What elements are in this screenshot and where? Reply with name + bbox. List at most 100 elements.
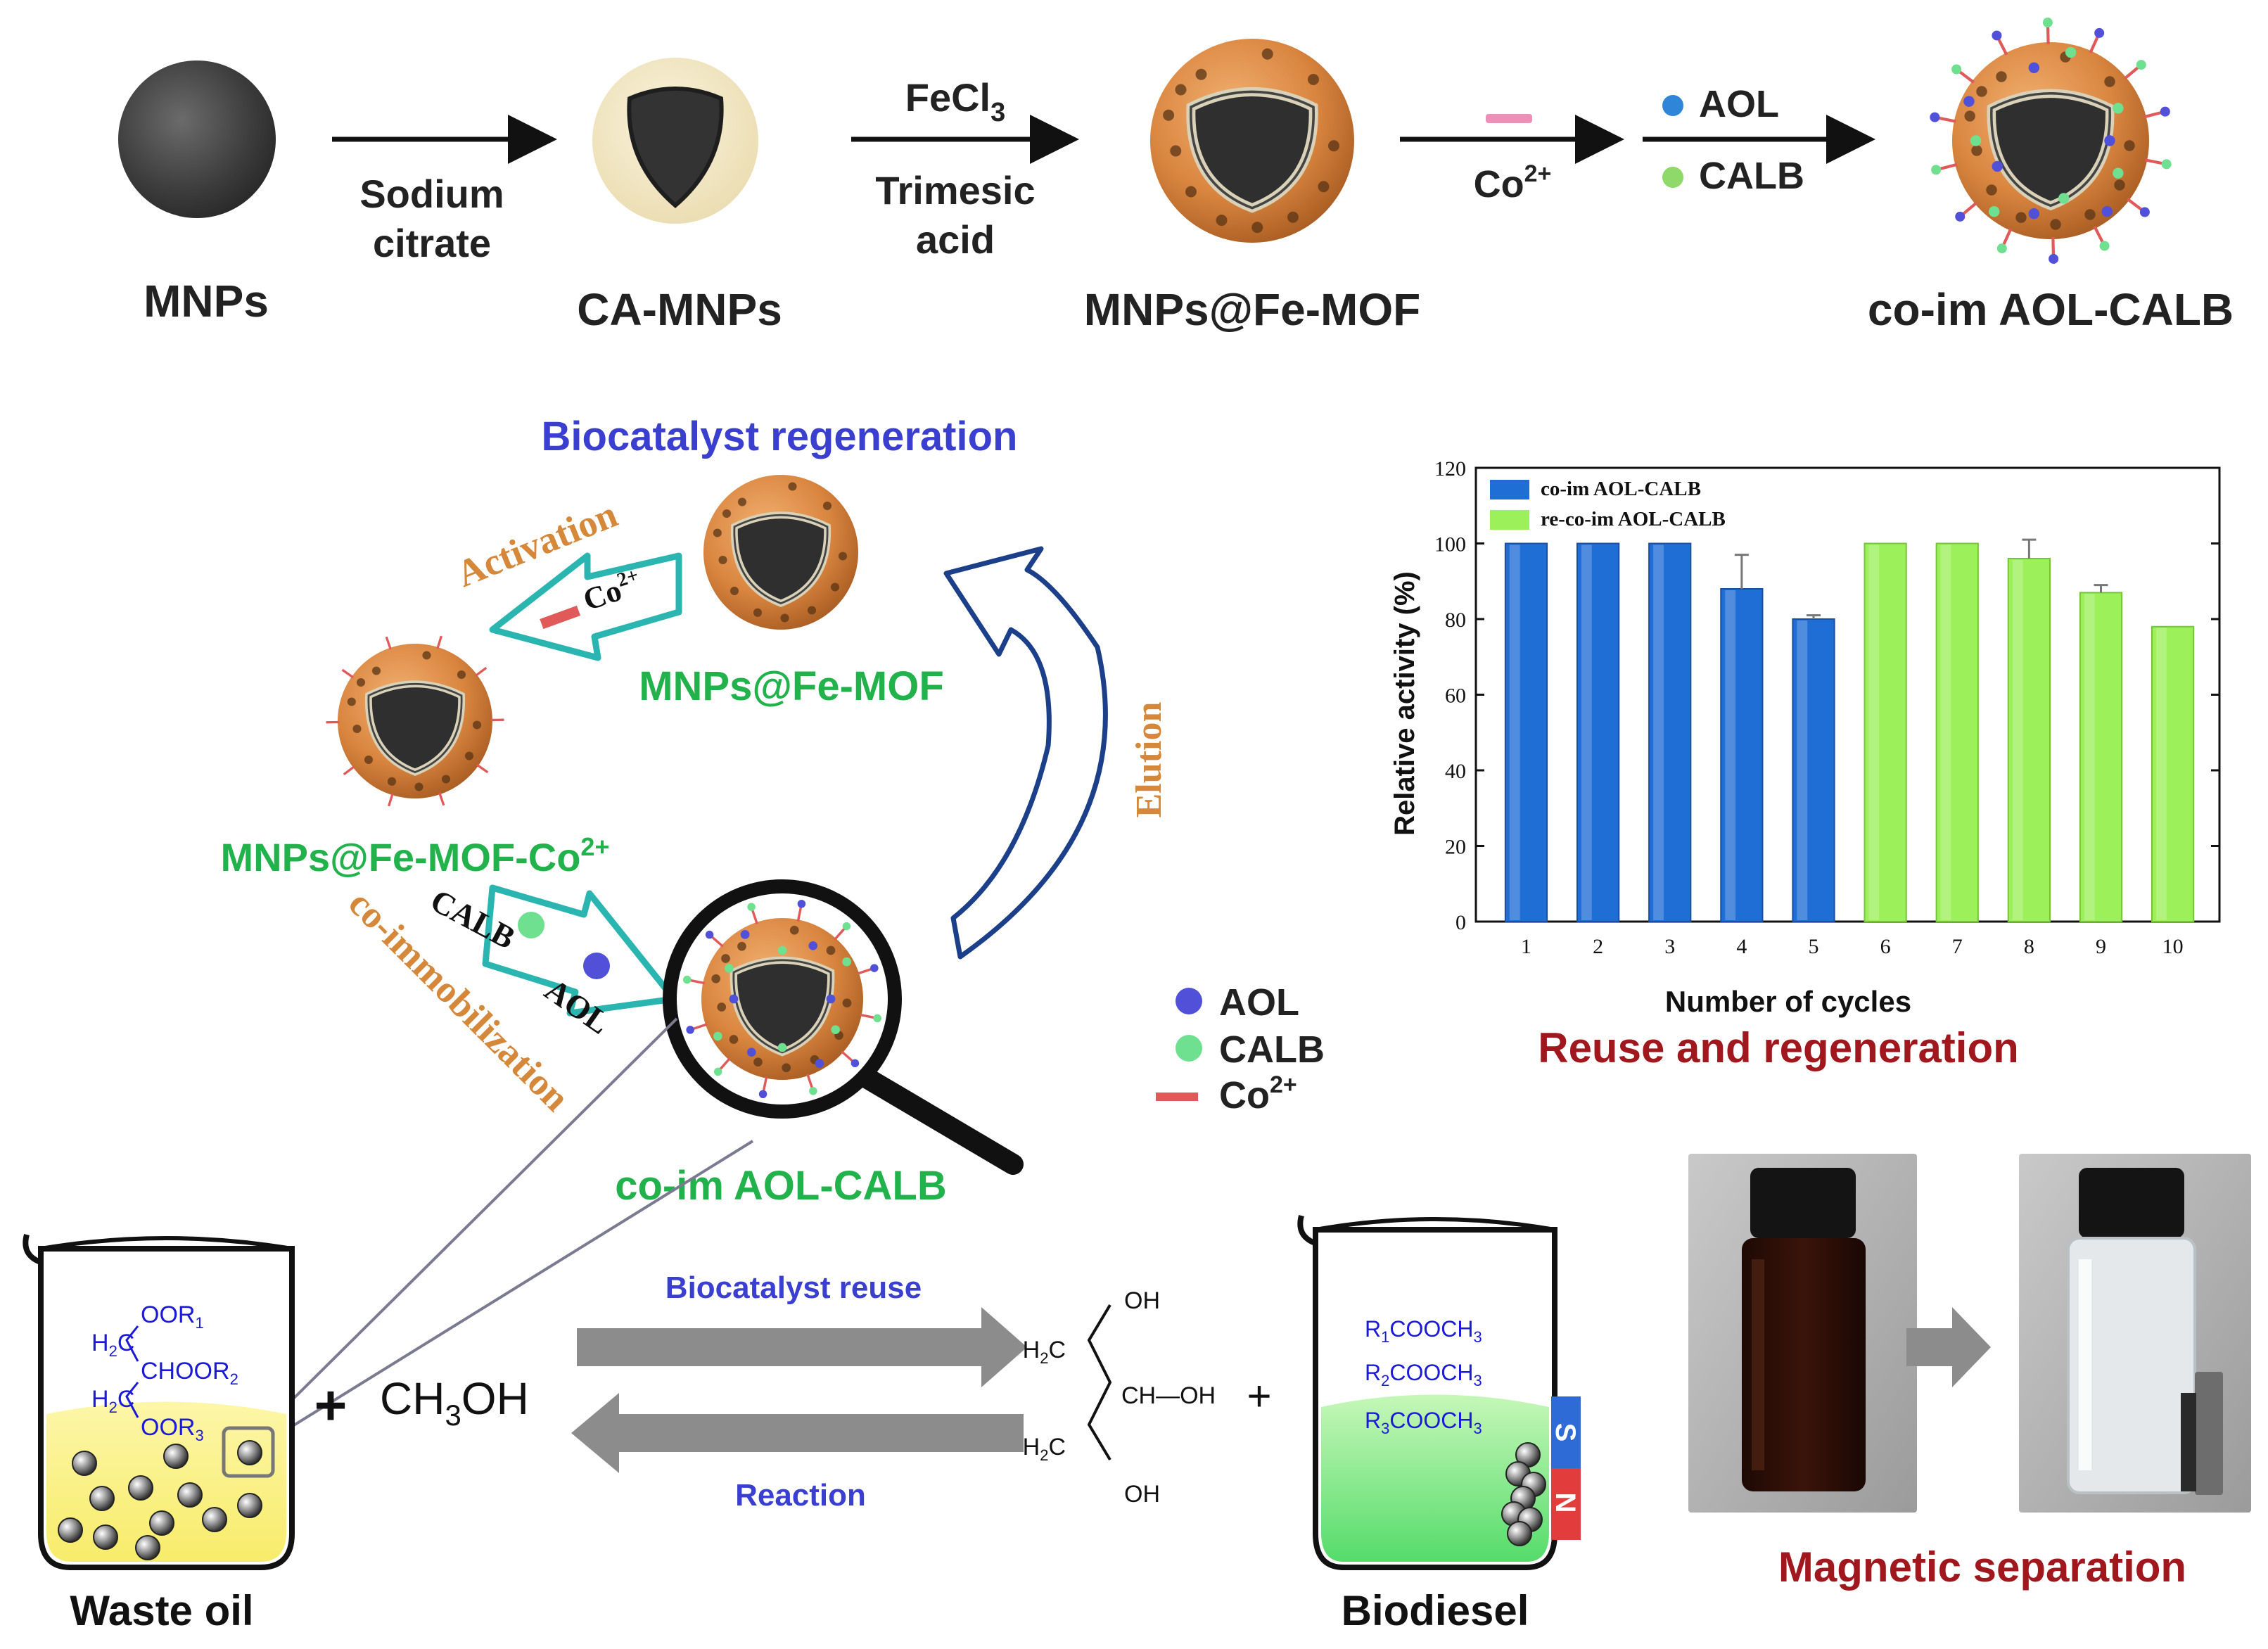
mof-pore [753, 1057, 763, 1067]
aol-enzyme [1963, 96, 1974, 106]
mof-pore [2114, 179, 2124, 190]
reaction-label: Reaction [735, 1478, 866, 1513]
mof-pore [718, 556, 727, 564]
bar-highlight [1725, 590, 1735, 920]
mof-pore [1965, 110, 1975, 121]
aol-enzyme [827, 995, 836, 1004]
mof-pore [823, 502, 832, 510]
mof-pore [348, 697, 356, 706]
glycerol-oh-bottom: OH [1124, 1481, 1160, 1508]
magnet-n-label: N [1550, 1493, 1581, 1513]
bound-enzyme [683, 976, 692, 984]
co-linker [438, 636, 442, 649]
mof-pore [2084, 209, 2095, 219]
ca-mnp-particle [592, 58, 758, 224]
mof-pore [1287, 212, 1299, 223]
mof-pore [1318, 181, 1330, 192]
legend-co-label: Co2+ [1219, 1071, 1297, 1116]
mof-cycle-particle [703, 475, 858, 630]
mof-pore [738, 497, 746, 506]
mof-pore [2015, 212, 2026, 223]
mnp-particle [118, 61, 276, 218]
catalyst-particle [72, 1451, 96, 1475]
mof-pore [1996, 71, 2006, 82]
bar-highlight [1510, 545, 1520, 921]
y-tick-label: 120 [1434, 457, 1466, 480]
mof-pore [737, 942, 746, 951]
bar-highlight [2084, 594, 2095, 920]
mof-pore [831, 582, 839, 591]
calb-dot-cycle [518, 912, 544, 938]
chart-ylabel: Relative activity (%) [1389, 571, 1420, 836]
mof-pore [843, 998, 852, 1007]
bound-enzyme [1951, 64, 1961, 74]
mof-pore [722, 509, 731, 518]
bound-enzyme [870, 964, 879, 972]
legend-swatch-co-im [1490, 480, 1529, 499]
legend-label-co-im: co-im AOL-CALB [1541, 478, 1701, 500]
mof-pore [1170, 146, 1181, 157]
oor1-text: OOR1 [141, 1301, 204, 1332]
bound-enzyme [2162, 159, 2172, 169]
mof-pore [1176, 84, 1187, 96]
bound-enzyme [759, 1090, 767, 1098]
regeneration-title: Biocatalyst regeneration [542, 414, 1018, 459]
x-tick-label: 1 [1521, 935, 1531, 958]
mof-pore [1196, 69, 1207, 80]
mof-pore [1216, 215, 1228, 226]
bound-enzyme [747, 903, 756, 911]
bar-highlight [2156, 628, 2167, 920]
glycerol-ch-oh: CH—OH [1121, 1382, 1216, 1409]
legend-aol-label: AOL [1219, 981, 1299, 1024]
co-linker [386, 637, 390, 649]
bound-enzyme [798, 900, 806, 908]
elution-arrow [946, 549, 1105, 957]
choor2-text: CHOOR2 [141, 1358, 238, 1388]
legend-swatch-re-co-im [1490, 510, 1529, 530]
aol-enzyme [2029, 63, 2039, 73]
waste-oil-label: Waste oil [70, 1587, 253, 1634]
y-tick-label: 0 [1455, 911, 1466, 934]
bound-enzyme [2140, 208, 2150, 217]
mof-pore [790, 926, 799, 935]
catalyst-particle [164, 1444, 188, 1468]
mof-pore [711, 974, 720, 983]
y-tick-label: 100 [1434, 533, 1466, 556]
aol-dot-top [1662, 95, 1683, 116]
y-tick-label: 60 [1445, 685, 1466, 708]
mof-pore [1986, 184, 1996, 195]
mof-pore [2104, 76, 2115, 87]
step2-bottom-text-1: Trimesic [875, 168, 1035, 212]
methanol-text: CH3OH [380, 1373, 529, 1432]
aol-enzyme [808, 941, 817, 950]
mof-pore [721, 954, 730, 963]
legend-calb-dot [1176, 1035, 1202, 1062]
y-tick-label: 80 [1445, 609, 1466, 632]
bound-enzyme [2094, 28, 2104, 38]
bar-highlight [1581, 545, 1592, 921]
aol-enzyme [2102, 206, 2113, 217]
y-tick-label: 40 [1445, 760, 1466, 783]
reuse-label: Biocatalyst reuse [665, 1271, 922, 1305]
mof-label: MNPs@Fe-MOF [1084, 284, 1420, 335]
chart-caption: Reuse and regeneration [1538, 1024, 2019, 1071]
y-tick-label: 20 [1445, 836, 1466, 859]
magnetic-separation-label: Magnetic separation [1778, 1543, 2186, 1591]
bound-enzyme [686, 1026, 694, 1034]
magnet-s-label: S [1550, 1423, 1581, 1442]
mof-pore [473, 720, 481, 729]
step2-bottom-text-2: acid [916, 217, 995, 262]
legend-co-marker [1156, 1093, 1198, 1101]
co-linker [440, 793, 444, 806]
catalyst-particle [129, 1476, 153, 1500]
calb-enzyme [778, 946, 787, 955]
mof-pore [1308, 74, 1319, 85]
mof-pore [357, 678, 365, 687]
mof-pore [839, 552, 847, 560]
bar-highlight [2013, 560, 2023, 920]
bound-enzyme [1997, 243, 2007, 253]
reuse-arrow [577, 1307, 1027, 1387]
plus-2: + [1247, 1373, 1271, 1420]
bar-highlight [1653, 545, 1664, 921]
